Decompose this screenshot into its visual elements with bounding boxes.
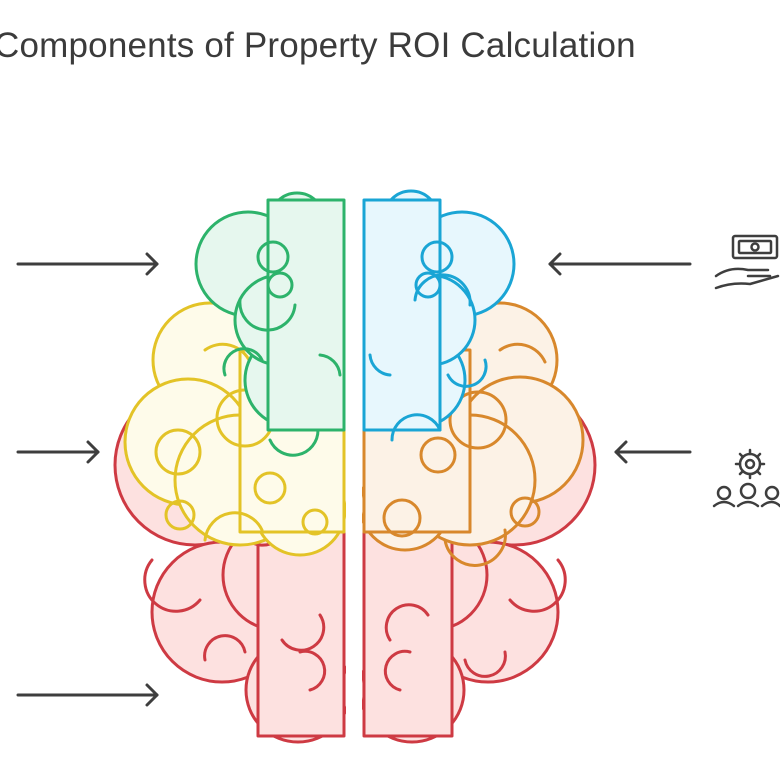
right-blue-folds <box>368 240 488 442</box>
arrow-right-middle <box>614 440 692 464</box>
right-orange-lobe <box>358 301 585 552</box>
money-hand-icon <box>714 234 780 290</box>
gear-people-icon <box>712 448 780 508</box>
diagram-title: Components of Property ROI Calculation <box>0 26 636 65</box>
left-green-folds <box>222 240 342 457</box>
left-green-lobe <box>194 191 346 432</box>
left-yellow-folds <box>154 342 329 542</box>
arrow-left-top <box>16 252 159 276</box>
arrows <box>16 252 692 707</box>
hemisphere-divider <box>346 180 362 740</box>
arrow-right-top <box>548 252 692 276</box>
right-orange-folds <box>382 342 547 567</box>
arrow-left-bottom <box>16 683 159 707</box>
right-blue-lobe <box>362 189 516 432</box>
arrow-left-middle <box>16 440 100 464</box>
